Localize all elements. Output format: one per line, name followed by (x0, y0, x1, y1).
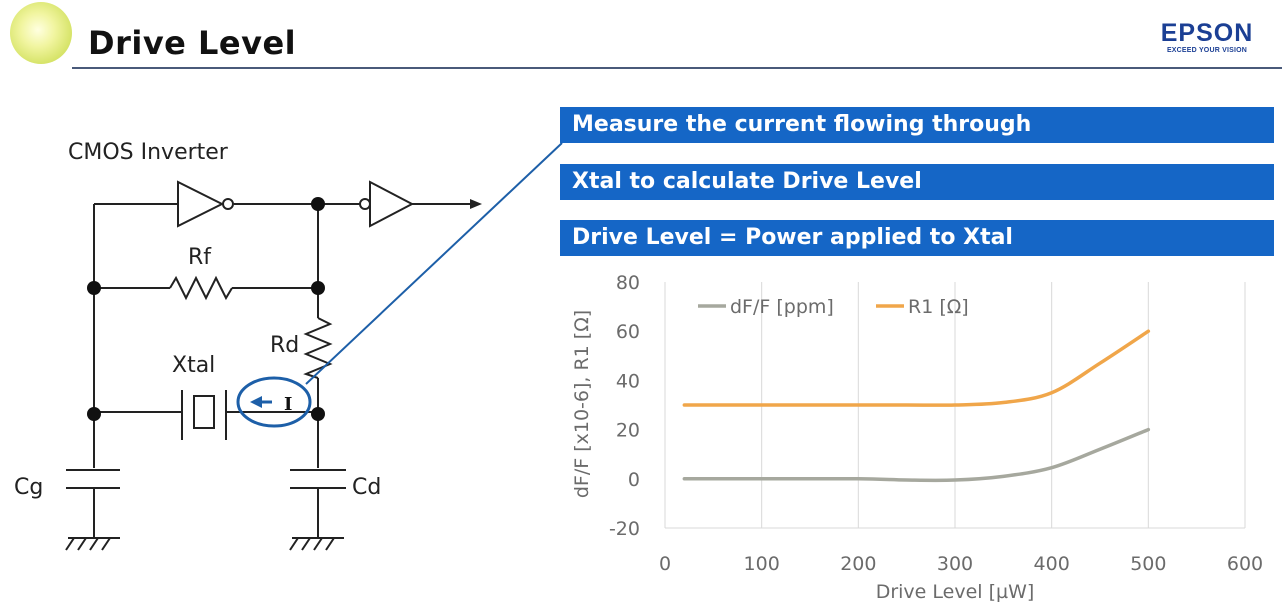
label-rd: Rd (270, 333, 299, 358)
chart-x-ticks: 0 100 200 300 400 500 600 (659, 553, 1263, 575)
label-xtal: Xtal (172, 353, 215, 378)
x-tick-label: 200 (840, 553, 876, 575)
label-cg: Cg (14, 475, 43, 500)
y-tick-label: -20 (609, 518, 640, 540)
series-line-r1 (682, 329, 1151, 407)
legend-label: dF/F [ppm] (730, 296, 834, 318)
page-title: Drive Level (88, 24, 297, 62)
current-arrow-icon (250, 396, 262, 408)
junction-dot (87, 281, 101, 295)
chart-series-group (682, 329, 1151, 483)
brand-logo: EPSON EXCEED YOUR VISION (1146, 20, 1268, 55)
title-divider (72, 67, 1282, 69)
x-tick-label: 0 (659, 553, 671, 575)
x-tick-label: 100 (744, 553, 780, 575)
y-tick-label: 20 (616, 420, 640, 442)
x-tick-label: 600 (1227, 553, 1263, 575)
chart-legend: dF/F [ppm] R1 [Ω] (698, 296, 969, 318)
resistor-rf (169, 275, 233, 301)
label-cmos-inverter: CMOS Inverter (68, 140, 229, 165)
y-tick-label: 40 (616, 370, 640, 392)
x-tick-label: 500 (1130, 553, 1166, 575)
resistor-rd (303, 317, 333, 379)
y-tick-label: 60 (616, 321, 640, 343)
output-arrow-icon (470, 199, 482, 209)
brand-name: EPSON (1160, 19, 1254, 47)
title-bullet-circle (10, 2, 72, 64)
ground-icon (65, 537, 120, 551)
banner-calculate-drive-level: Xtal to calculate Drive Level (560, 164, 1274, 200)
callout-line (305, 142, 563, 385)
legend-label: R1 [Ω] (908, 296, 969, 318)
series-line-dff (682, 427, 1151, 483)
inverter-icon (177, 180, 225, 228)
ground-icon (289, 537, 344, 551)
y-axis-label: dF/F [x10-6], R1 [Ω] (571, 310, 593, 498)
x-tick-label: 300 (937, 553, 973, 575)
title-bar: Drive Level EPSON EXCEED YOUR VISION (0, 0, 1282, 72)
label-rf: Rf (188, 245, 212, 270)
junction-dot (311, 407, 325, 421)
y-tick-label: 80 (616, 272, 640, 294)
x-axis-label: Drive Level [µW] (876, 581, 1035, 603)
junction-dot (311, 197, 325, 211)
current-label: I (284, 394, 292, 415)
label-cd: Cd (352, 475, 381, 500)
chart-y-ticks: 80 60 40 20 0 -20 (609, 272, 640, 540)
y-tick-label: 0 (628, 469, 640, 491)
junction-dot (87, 407, 101, 421)
current-probe-ellipse (236, 376, 312, 428)
brand-tagline: EXCEED YOUR VISION (1166, 47, 1248, 54)
buffer-icon (369, 180, 415, 228)
inverter-bubble (222, 198, 234, 210)
xtal-body (193, 395, 215, 429)
banner-measure-current: Measure the current flowing through (560, 107, 1274, 143)
junction-dot (311, 281, 325, 295)
x-tick-label: 400 (1034, 553, 1070, 575)
banner-drive-level-definition: Drive Level = Power applied to Xtal (560, 220, 1274, 256)
